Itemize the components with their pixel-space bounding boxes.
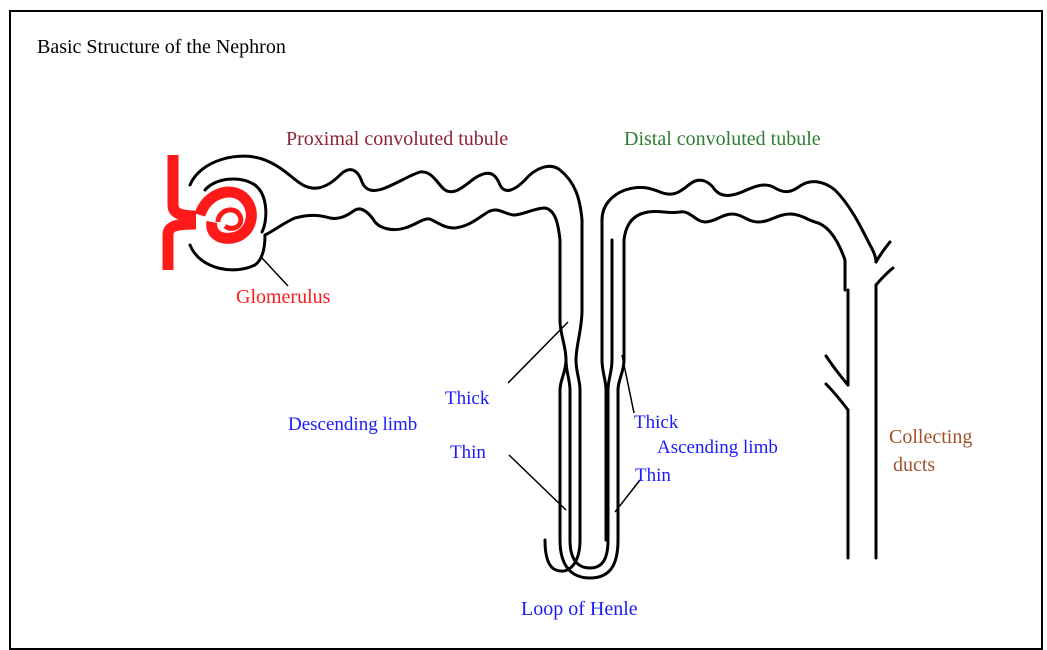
cd-branch-top	[876, 242, 890, 262]
nephron-diagram	[0, 0, 1047, 631]
ascending-to-dct-outer	[602, 180, 870, 360]
dct-to-cd	[870, 245, 876, 262]
label-thin-ascending: Thin	[635, 466, 671, 485]
cd-branch-top2	[876, 268, 893, 285]
label-thick-ascending: Thick	[634, 413, 678, 432]
label-collecting: Collecting	[889, 427, 972, 447]
cd-side-branch-1	[826, 356, 848, 385]
glomerulus-core	[218, 210, 241, 228]
ascending-inner	[608, 240, 612, 540]
label-thin-descending: Thin	[450, 443, 486, 462]
label-distal-tubule: Distal convoluted tubule	[624, 129, 821, 149]
cd-side-branch-2	[826, 384, 848, 410]
ascending-outer	[618, 240, 624, 540]
label-proximal-tubule: Proximal convoluted tubule	[286, 129, 508, 149]
descending-inner	[566, 360, 570, 540]
ascending-left-wall	[602, 360, 606, 540]
glomerulus-leader	[262, 258, 288, 286]
thick-desc-leader	[508, 322, 568, 383]
loop-outer	[560, 540, 618, 578]
thin-desc-leader	[509, 455, 566, 510]
loop-inner	[570, 540, 608, 568]
thick-asc-leader	[622, 355, 634, 413]
label-ascending-limb: Ascending limb	[657, 438, 778, 457]
diagram-title: Basic Structure of the Nephron	[37, 37, 286, 57]
label-descending-limb: Descending limb	[288, 415, 417, 434]
dct-inner-wall	[624, 211, 845, 290]
pct-inner-wall	[265, 208, 566, 540]
label-glomerulus: Glomerulus	[236, 287, 330, 307]
label-loop-of-henle: Loop of Henle	[521, 599, 638, 619]
label-ducts: ducts	[893, 455, 935, 475]
label-thick-descending: Thick	[445, 389, 489, 408]
